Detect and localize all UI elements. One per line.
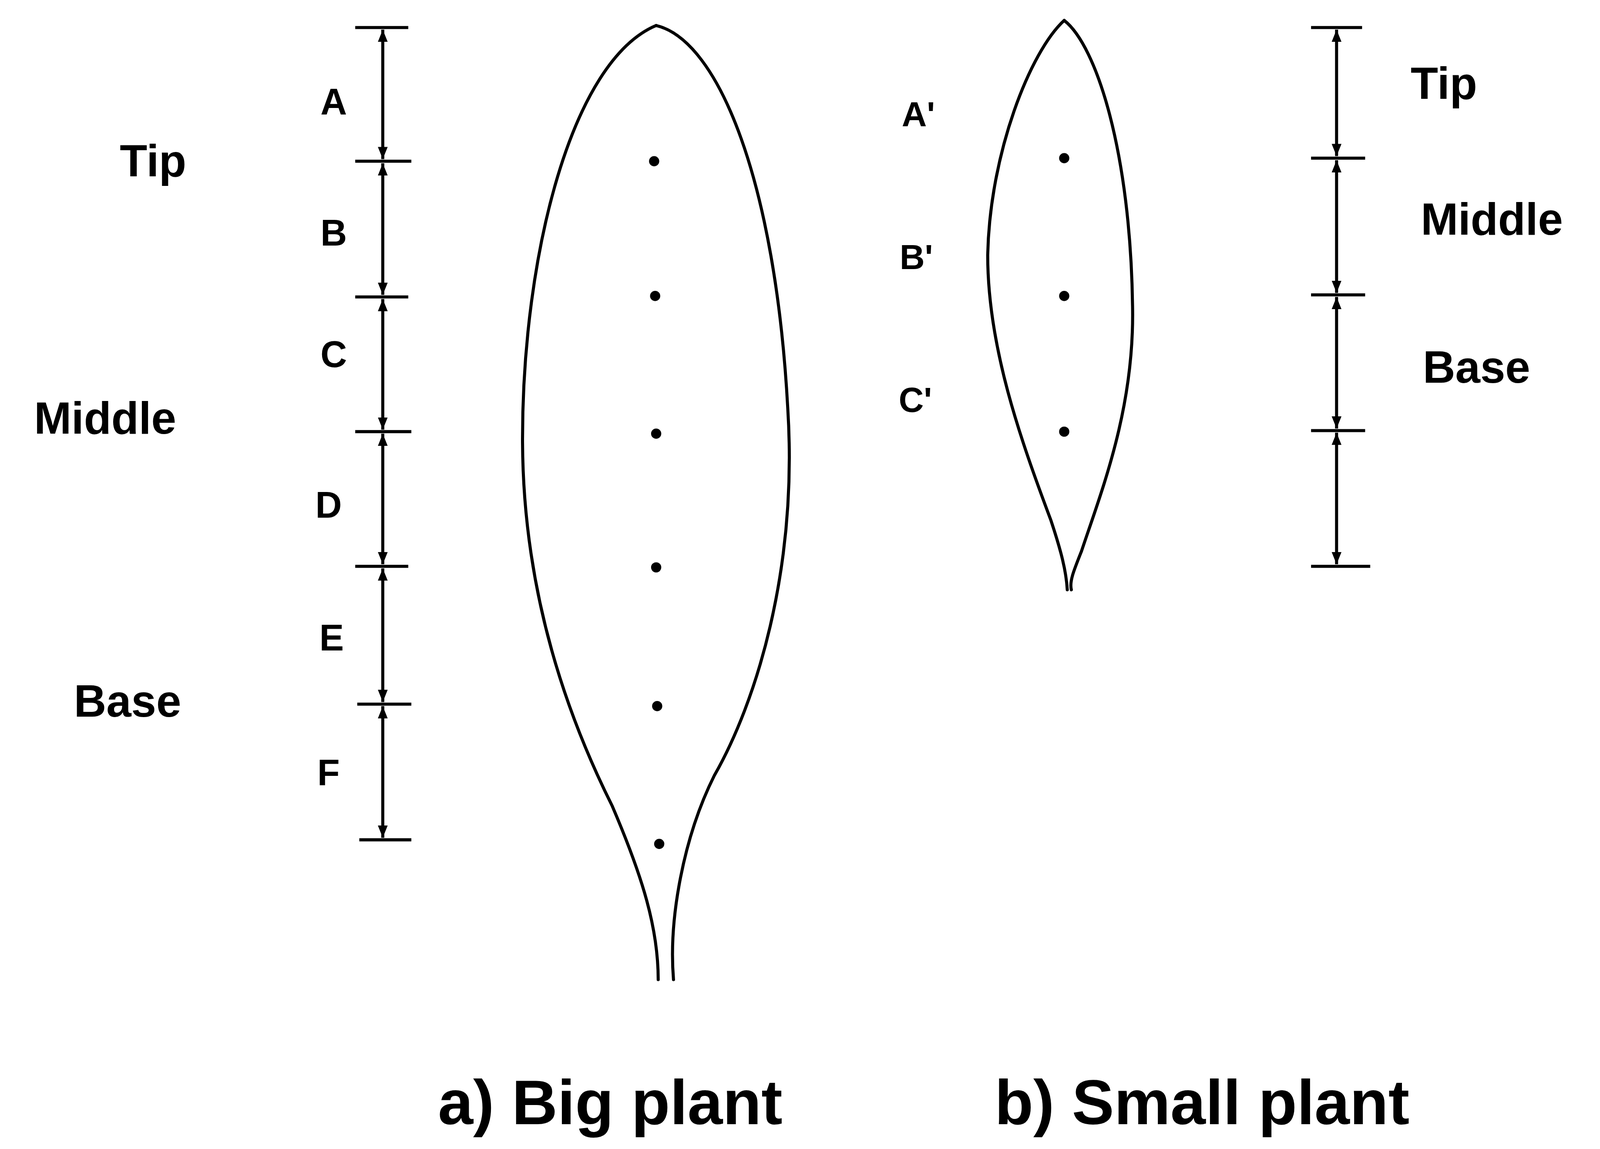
region-label: Tip	[119, 138, 187, 184]
region-label: Middle	[1420, 196, 1564, 242]
segment-letter: D	[315, 486, 342, 524]
panel-caption: b) Small plant	[994, 1070, 1410, 1134]
segment-letter: F	[317, 753, 340, 791]
segment-letter: A	[320, 83, 347, 121]
leaf-outline	[522, 20, 1133, 980]
scale-bar	[355, 27, 1371, 840]
segment-letter: E	[319, 619, 344, 656]
region-label: Base	[1422, 344, 1531, 390]
segment-letter: C'	[898, 382, 933, 418]
segment-letter: C	[320, 335, 347, 373]
sample-dots	[648, 153, 1070, 849]
region-label: Base	[73, 678, 182, 724]
segment-letter: B	[320, 214, 347, 251]
region-label: Middle	[33, 396, 177, 441]
segment-letter: B'	[899, 239, 934, 275]
region-label: Tip	[1410, 61, 1478, 107]
segment-letter: A'	[901, 97, 936, 132]
panel-caption: a) Big plant	[437, 1070, 783, 1134]
